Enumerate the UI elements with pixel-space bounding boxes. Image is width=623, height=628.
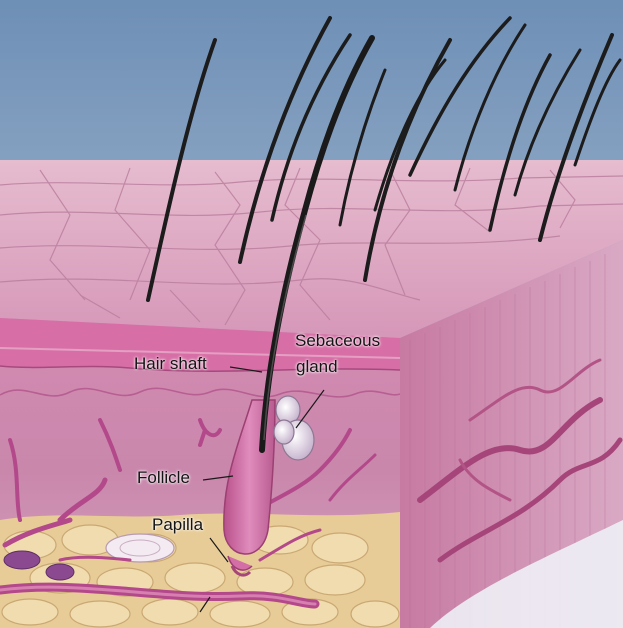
label-hair-shaft: Hair shaft <box>134 353 207 374</box>
label-sebaceous-line1: Sebaceous <box>295 330 380 351</box>
label-sebaceous-line2: gland <box>296 356 338 377</box>
label-papilla: Papilla <box>152 514 203 535</box>
label-follicle: Follicle <box>137 467 190 488</box>
